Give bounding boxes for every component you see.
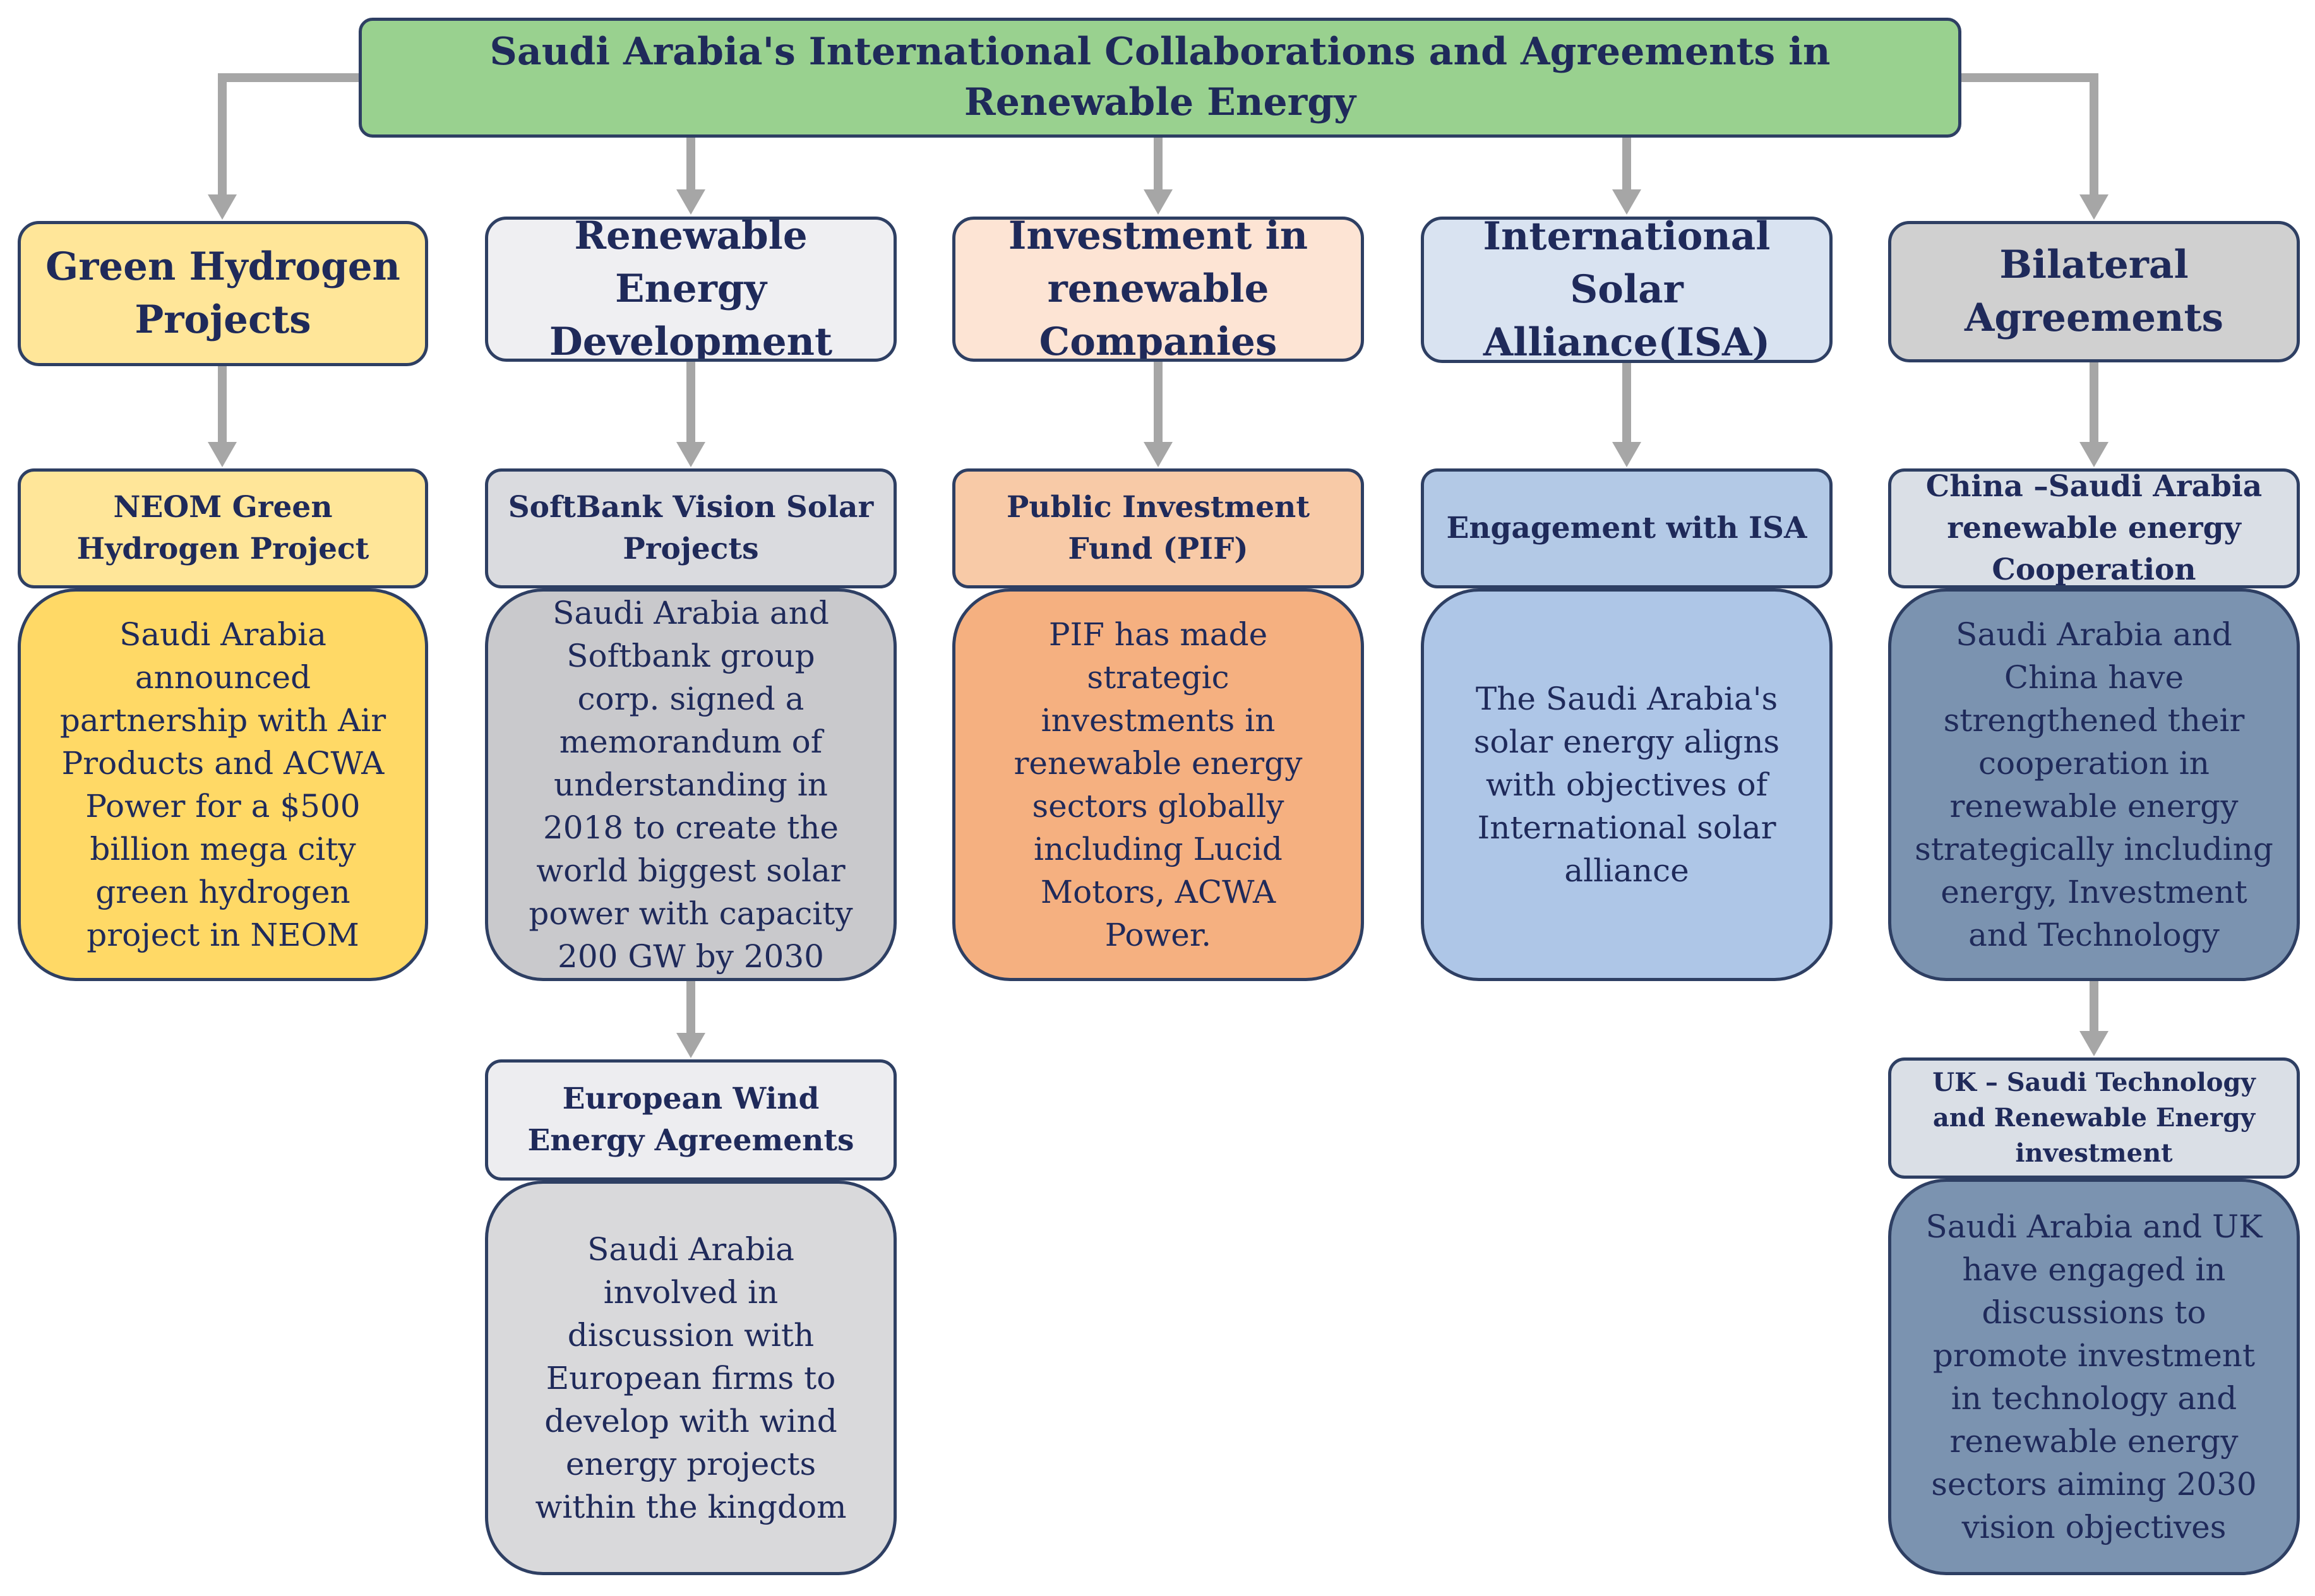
desc-text: Saudi Arabia and UK have engaged in disc…	[1925, 1208, 2263, 1545]
sub-china-saudi-cooperation: China –Saudi Arabia renewable energy Coo…	[1888, 468, 2300, 588]
desc-uk-saudi-technology: Saudi Arabia and UK have engaged in disc…	[1888, 1179, 2300, 1575]
sub-softbank-vision-solar: SoftBank Vision Solar Projects	[485, 468, 897, 588]
desc-text: PIF has made strategic investments in re…	[1014, 616, 1303, 953]
desc-text: Saudi Arabia and Softbank group corp. si…	[529, 595, 853, 975]
sub-public-investment-fund: Public Investment Fund (PIF)	[952, 468, 1364, 588]
desc-softbank-vision-solar: Saudi Arabia and Softbank group corp. si…	[485, 588, 897, 981]
desc-text: Saudi Arabia announced partnership with …	[59, 616, 386, 953]
desc-china-saudi-cooperation: Saudi Arabia and China have strengthened…	[1888, 588, 2300, 981]
connector-title-col2-head	[676, 189, 705, 215]
category-renewable-energy-development: Renewable Energy Development	[485, 217, 897, 362]
connector-col5-category-sub-head	[2079, 442, 2109, 467]
category-label: International Solar Alliance(ISA)	[1483, 217, 1771, 363]
desc-text: The Saudi Arabia's solar energy aligns w…	[1473, 681, 1780, 889]
diagram-title: Saudi Arabia's International Collaborati…	[359, 18, 1961, 138]
connector-col2-category-sub-head	[676, 442, 705, 467]
sub-label: SoftBank Vision Solar Projects	[508, 490, 874, 566]
connector-title-col4-head	[1612, 189, 1641, 215]
sub-uk-saudi-technology: UK – Saudi Technology and Renewable Ener…	[1888, 1057, 2300, 1179]
desc-public-investment-fund: PIF has made strategic investments in re…	[952, 588, 1364, 981]
category-international-solar-alliance: International Solar Alliance(ISA)	[1421, 217, 1833, 363]
desc-text: Saudi Arabia involved in discussion with…	[535, 1230, 847, 1525]
sub-engagement-with-isa: Engagement with ISA	[1421, 468, 1833, 588]
category-label: Investment in renewable Companies	[1008, 217, 1308, 362]
sub-label: Engagement with ISA	[1446, 511, 1807, 546]
sub-neom-green-hydrogen: NEOM Green Hydrogen Project	[18, 468, 428, 588]
category-label: Bilateral Agreements	[1965, 242, 2223, 340]
connector-col5-desc-sub2-head	[2079, 1031, 2109, 1056]
desc-text: Saudi Arabia and China have strengthened…	[1915, 616, 2273, 953]
sub-label: NEOM Green Hydrogen Project	[76, 490, 369, 566]
connector-col4-category-sub-head	[1612, 442, 1641, 467]
connector-title-left-head	[208, 194, 237, 220]
category-label: Green Hydrogen Projects	[45, 244, 400, 342]
desc-european-wind-energy: Saudi Arabia involved in discussion with…	[485, 1181, 897, 1575]
connector-col1-category-sub-head	[208, 442, 237, 467]
connector-title-col3-head	[1144, 189, 1173, 215]
category-investment-renewable-companies: Investment in renewable Companies	[952, 217, 1364, 362]
sub-label: UK – Saudi Technology and Renewable Ener…	[1932, 1068, 2256, 1168]
diagram-title-text: Saudi Arabia's International Collaborati…	[489, 30, 1831, 124]
desc-engagement-with-isa: The Saudi Arabia's solar energy aligns w…	[1421, 588, 1833, 981]
connector-col3-category-sub-head	[1144, 442, 1173, 467]
sub-european-wind-energy: European Wind Energy Agreements	[485, 1059, 897, 1181]
category-green-hydrogen: Green Hydrogen Projects	[18, 221, 428, 366]
category-label: Renewable Energy Development	[549, 217, 833, 362]
desc-neom-green-hydrogen: Saudi Arabia announced partnership with …	[18, 588, 428, 981]
sub-label: Public Investment Fund (PIF)	[1006, 490, 1310, 566]
sub-label: European Wind Energy Agreements	[527, 1081, 854, 1158]
category-bilateral-agreements: Bilateral Agreements	[1888, 221, 2300, 362]
connector-col2-desc-sub2-head	[676, 1033, 705, 1058]
sub-label: China –Saudi Arabia renewable energy Coo…	[1925, 469, 2263, 587]
connector-title-right-head	[2079, 194, 2109, 220]
